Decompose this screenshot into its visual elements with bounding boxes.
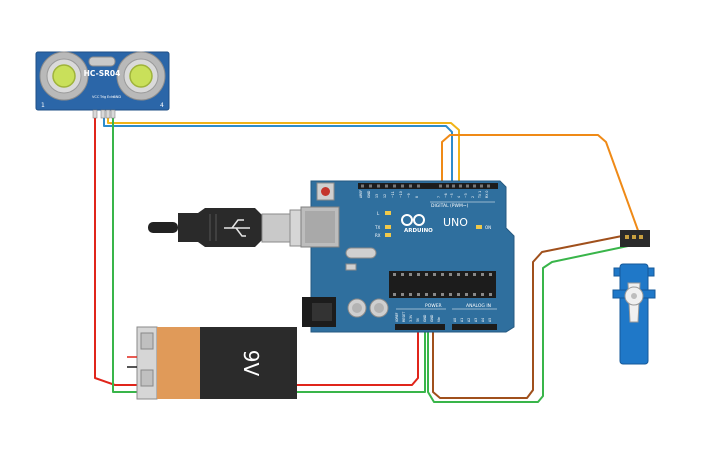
pin-label-gnd2: GND [430,314,434,322]
pin-label-a4: A4 [481,318,485,322]
led-rx-label: RX [375,233,381,238]
pin-label-aref: AREF [359,190,363,198]
pin-label-4: 4 [457,196,461,198]
sensor-pin-echo-header[interactable] [105,109,111,119]
digital-header-label: DIGITAL (PWM~) [431,203,469,209]
pin-label-vin: Vin [437,317,441,322]
sensor-pin-vcc: VCC [92,95,100,99]
pin-label-gnd: GND [367,190,371,198]
pin-label-gnd1: GND [423,314,427,322]
pin-label-reset: RESET [402,312,406,322]
arduino-uno-board[interactable]: AREF GND 13 12 ~11 ~10 ~9 8 7 ~6 ~5 4 ~3… [300,180,515,333]
battery-label: 9V [239,350,263,377]
servo-motor[interactable] [612,230,656,365]
led-l-label: L [377,211,380,216]
wire-gnd-green[interactable] [112,115,137,393]
wire-echo-yellow[interactable] [107,115,460,186]
sensor-corner-right: 4 [160,102,164,109]
servo-horn-icon [624,282,644,323]
pin-label-a1: A1 [460,318,464,322]
pin-label-3v3: 3.3V [409,314,413,322]
usb-icon [224,219,250,237]
battery-9v[interactable]: 9V [127,326,297,400]
pin-label-ioref: IOREF [395,312,399,322]
pin-label-rx0: RX 0 [485,191,489,198]
pin-label-tx1: TX 1 [478,191,482,199]
sensor-pin-trig: Trig [99,95,106,99]
wire-servo-gnd-green[interactable] [427,245,629,403]
sensor-pin-echo: Echo [107,95,116,99]
pin-label-a2: A2 [467,318,471,322]
power-header-label: POWER [425,303,442,309]
pin-label-6: ~6 [444,193,448,198]
arduino-brand: ARDUINO [404,228,433,234]
ultrasonic-sensor[interactable]: HC-SR04 VCC Trig Echo GND 1 4 [35,51,170,119]
arduino-model: UNO [443,216,468,229]
led-tx-label: TX [374,225,380,230]
pin-label-11: ~11 [391,191,395,198]
sensor-pin-vcc-header[interactable] [92,109,98,119]
sensor-corner-left: 1 [41,102,45,109]
sensor-pin-trig-header[interactable] [100,109,106,119]
pin-label-a5: A5 [488,318,492,322]
wire-vcc-red[interactable] [94,115,137,386]
wire-servo-signal-orange[interactable] [441,134,641,237]
pin-label-5v: 5V [416,317,420,322]
wire-battery-green[interactable] [297,331,426,393]
wire-trig-blue[interactable] [103,115,453,186]
pin-label-2: 2 [471,196,475,198]
usb-cable[interactable] [148,208,313,247]
pin-label-9: ~9 [407,193,411,198]
sensor-pin-gnd: GND [113,95,121,99]
pin-label-13: 13 [375,194,379,198]
analog-header-label: ANALOG IN [466,303,491,309]
reset-button[interactable] [321,187,330,196]
pin-label-5: ~5 [450,193,454,198]
wire-battery-red[interactable] [297,331,419,386]
pin-label-7: 7 [437,196,441,198]
on-led-label: ON [485,225,491,230]
sensor-label: HC-SR04 [84,69,121,78]
pin-label-8: 8 [415,196,419,198]
pin-label-12: 12 [383,194,387,198]
pin-label-a3: A3 [474,318,478,322]
wires [94,115,641,403]
pin-label-10: ~10 [399,191,403,198]
pin-label-3: ~3 [464,193,468,198]
wire-servo-power-brown[interactable] [432,235,623,399]
pin-label-a0: A0 [453,318,457,322]
sensor-pin-gnd-header[interactable] [110,109,116,119]
arduino-infinity-icon [401,214,425,226]
